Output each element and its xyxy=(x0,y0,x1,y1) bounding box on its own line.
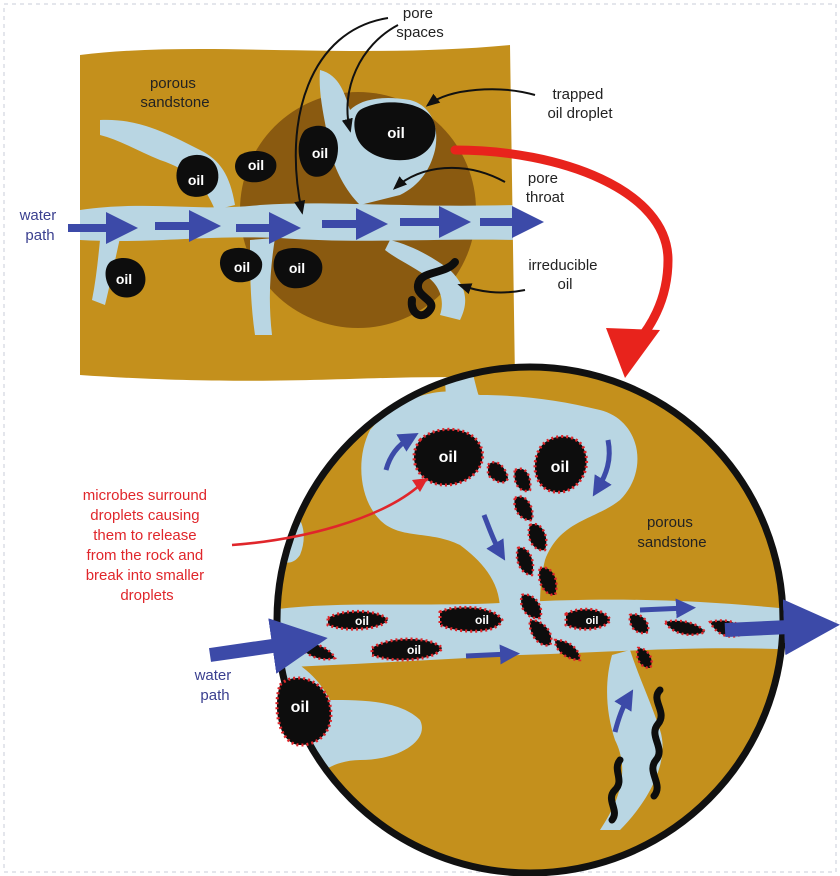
zoom-flow-arrow xyxy=(466,654,510,656)
oil-label: oil xyxy=(439,449,458,466)
top-water-path-label: water path xyxy=(19,207,61,244)
magnify-arrow-head xyxy=(606,328,660,378)
zoom-panel: oil oil oil oil oil oil oil xyxy=(194,340,812,873)
oil-label: oil xyxy=(248,157,264,173)
oil-label: oil xyxy=(407,643,421,657)
zoom-water-path-label: water path xyxy=(194,667,236,704)
pore-spaces-label: pore spaces xyxy=(396,5,444,41)
oil-label: oil xyxy=(291,699,310,716)
oil-label: oil xyxy=(188,172,204,188)
oil-label: oil xyxy=(289,260,305,276)
microbe-caption: microbes surround droplets causing them … xyxy=(83,487,211,604)
oil-label: oil xyxy=(551,459,570,476)
zoom-flow-arrow xyxy=(640,608,686,610)
zoom-water-flow-arrow xyxy=(725,626,812,630)
oil-label: oil xyxy=(234,259,250,275)
zoom-oil-droplet: oil xyxy=(277,678,331,745)
oil-label: oil xyxy=(475,613,489,627)
top-panel: oil oil oil oil oil oil oil xyxy=(19,5,614,381)
oil-label: oil xyxy=(355,614,369,628)
trapped-oil-label: trapped oil droplet xyxy=(547,86,613,122)
irreducible-oil-label: irreducible oil xyxy=(528,257,601,293)
oil-label: oil xyxy=(116,271,132,287)
pore-throat-label: pore throat xyxy=(526,170,565,206)
oil-label: oil xyxy=(387,125,405,142)
oil-label: oil xyxy=(312,145,328,161)
oil-label: oil xyxy=(586,615,599,627)
top-oil-blob: oil xyxy=(176,155,218,197)
